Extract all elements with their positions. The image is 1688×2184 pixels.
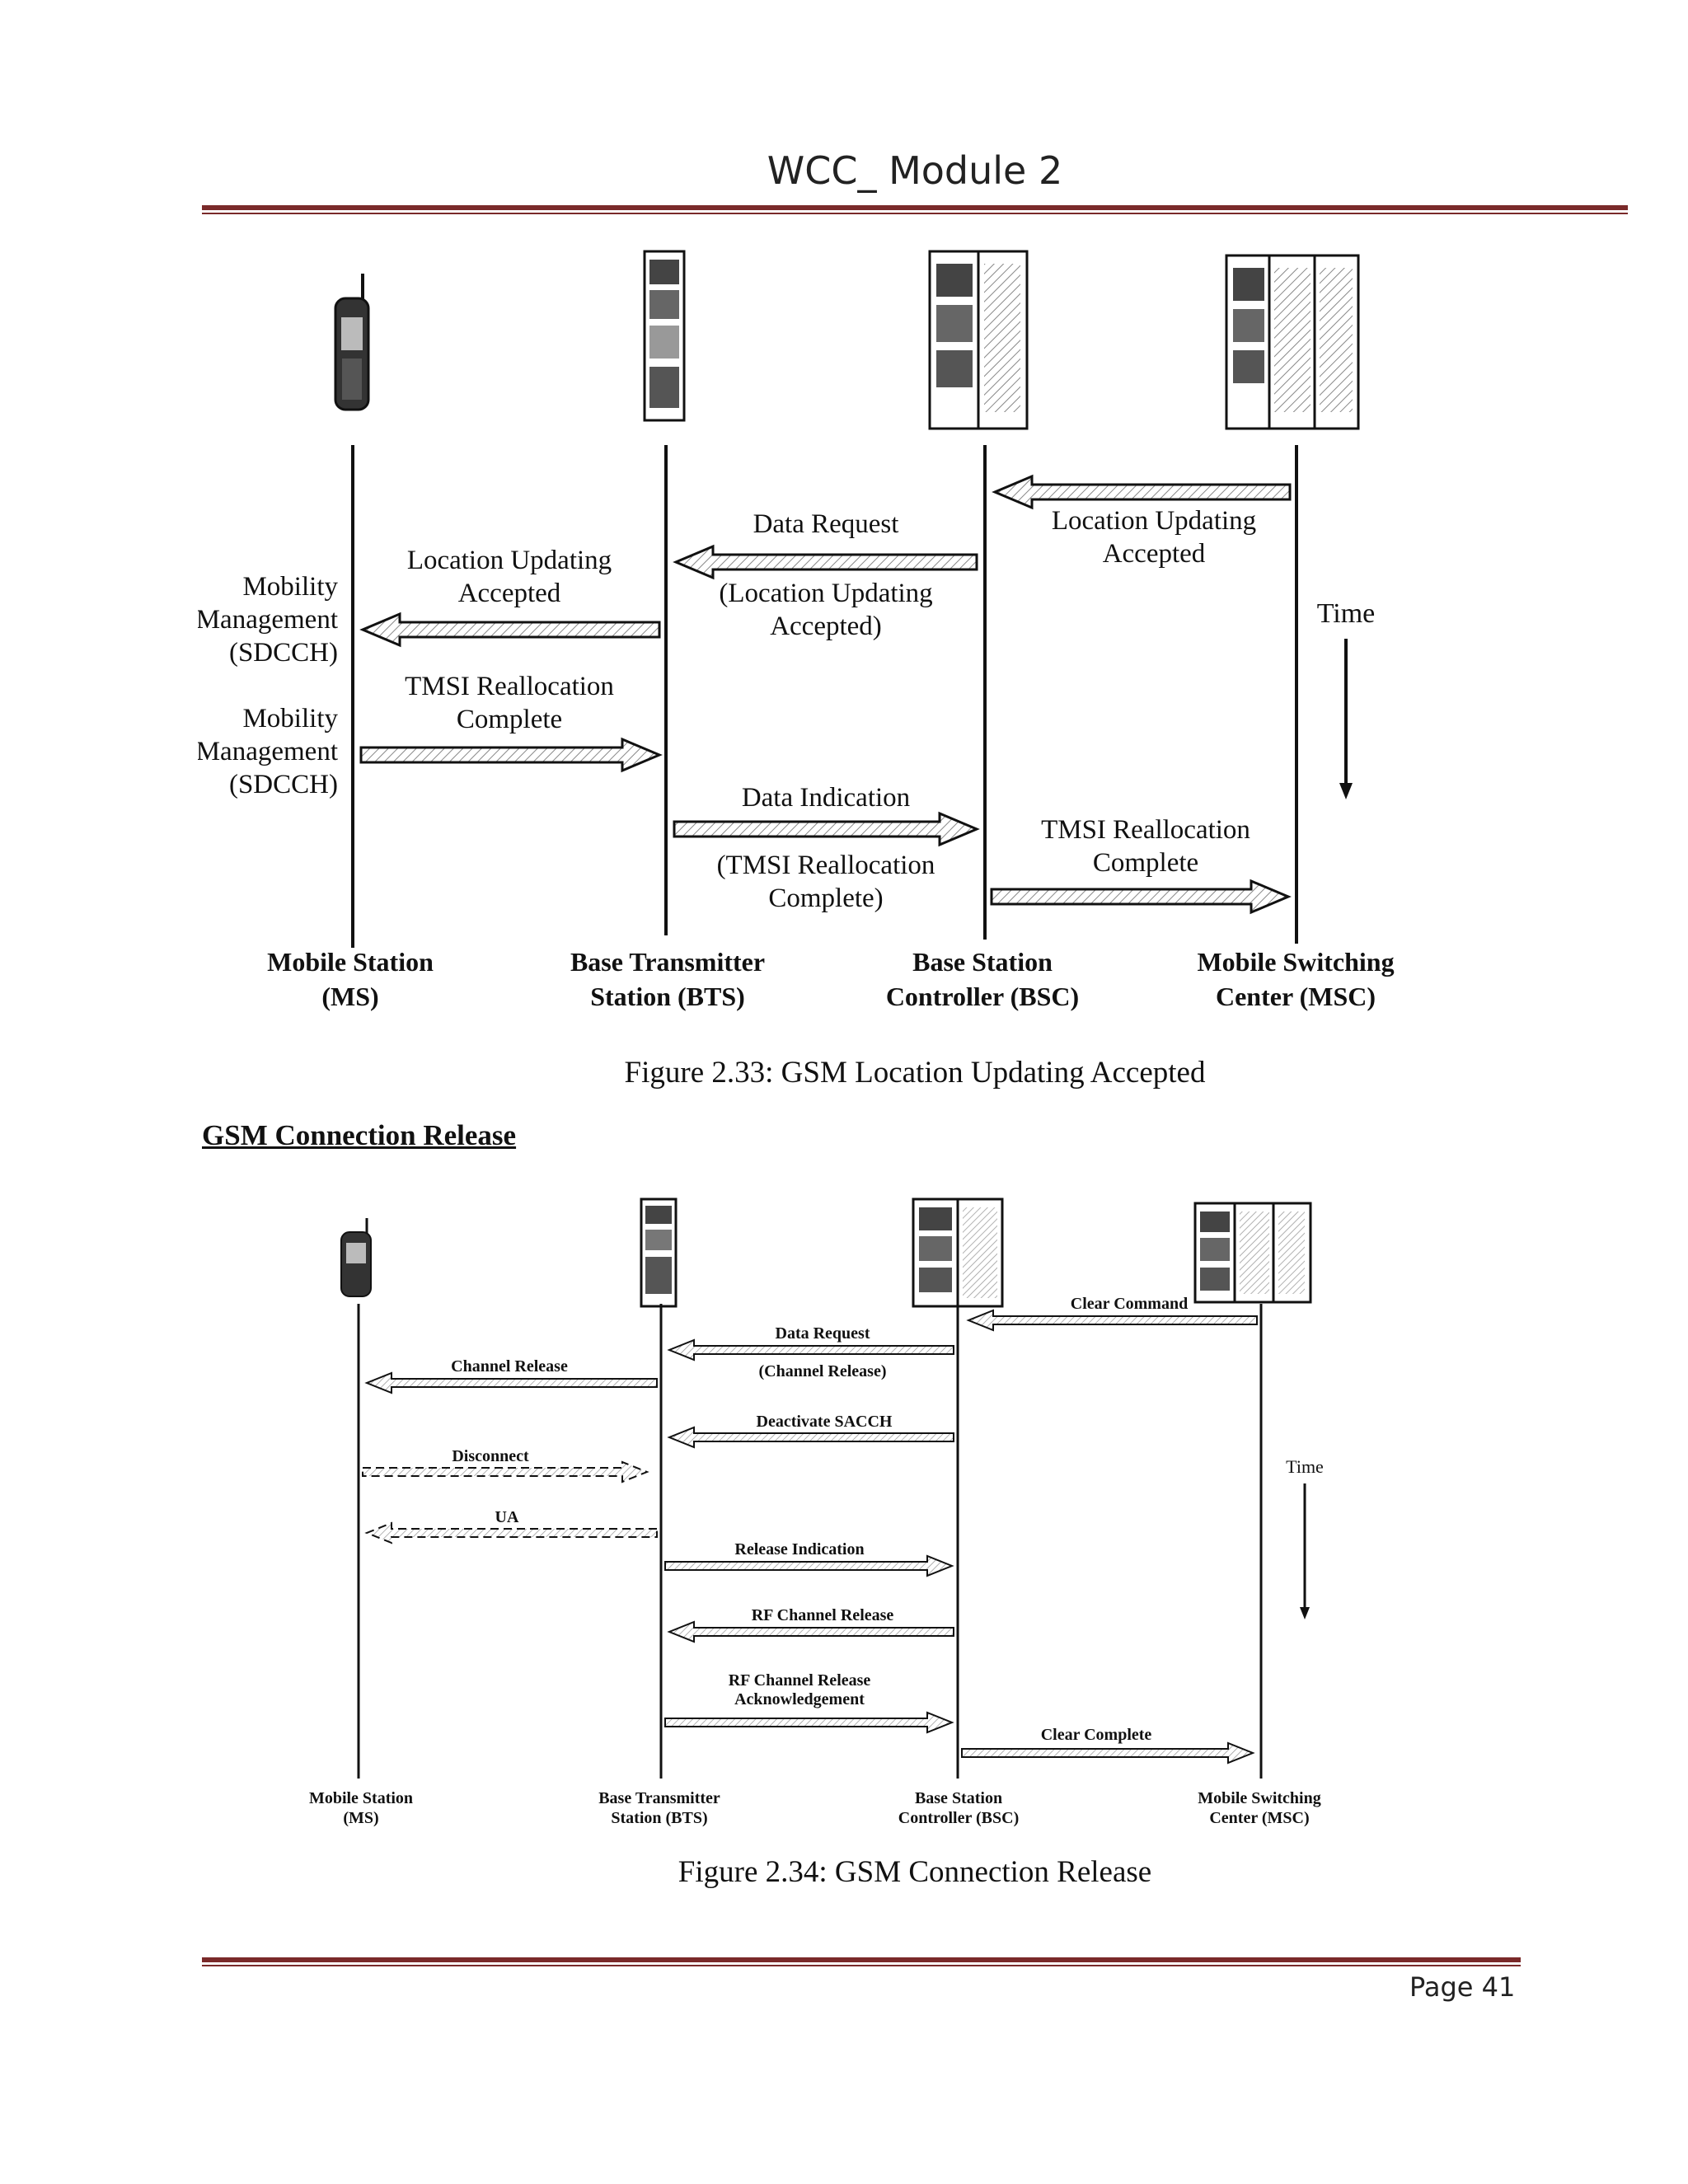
- entity-label: Mobile Switching: [1198, 1789, 1320, 1807]
- message-label: Data Request: [776, 1324, 870, 1343]
- entity-label: Base Station: [912, 947, 1053, 977]
- message-label: Complete): [768, 883, 883, 913]
- message-label: Complete: [1093, 848, 1198, 878]
- message-label: RF Channel Release: [729, 1671, 871, 1690]
- message-arrow: [667, 1620, 954, 1643]
- entity-label: Mobile Switching: [1197, 947, 1394, 977]
- entity-label: Station (BTS): [611, 1809, 707, 1827]
- figure-location-updating-diagram: Time Mobility Management (SDCCH) Mobilit…: [198, 250, 1395, 1011]
- footer-rule-thin: [202, 1965, 1521, 1966]
- lifelines: [357, 1304, 1263, 1779]
- entity-label: Controller (BSC): [898, 1809, 1019, 1827]
- side-label-line: (SDCCH): [229, 770, 338, 799]
- footer-rule: [202, 1957, 1521, 1962]
- side-label-line: Mobility: [242, 704, 338, 733]
- entity-label: Center (MSC): [1216, 982, 1376, 1011]
- message-arrow: [966, 1309, 1258, 1332]
- section-heading: GSM Connection Release: [202, 1119, 517, 1151]
- message-label: Disconnect: [452, 1447, 529, 1465]
- equipment-cabinet-icon: [912, 1197, 1004, 1308]
- entity-label: Mobile Station: [267, 947, 434, 977]
- equipment-cabinet-icon: [928, 250, 1029, 430]
- side-label-line: Mobility: [242, 572, 338, 602]
- entity-label: Base Transmitter: [570, 947, 765, 977]
- side-label-line: Management: [198, 737, 338, 766]
- message-arrow: [990, 879, 1292, 915]
- message-arrow: [667, 1338, 954, 1361]
- message-label: Clear Complete: [1041, 1726, 1152, 1744]
- entity-label: Base Transmitter: [598, 1789, 720, 1807]
- figure-caption: Figure 2.34: GSM Connection Release: [678, 1855, 1152, 1889]
- message-arrow: [961, 1741, 1255, 1765]
- message-label: Location Updating: [407, 546, 612, 575]
- equipment-rack-icon: [640, 1197, 678, 1308]
- message-label: Clear Command: [1071, 1295, 1188, 1313]
- message-arrow: [673, 544, 978, 580]
- time-arrowhead-icon: [1300, 1607, 1310, 1619]
- message-label: Accepted): [770, 612, 882, 641]
- figure-connection-release-diagram: Time Clear Command Data Request (Channel…: [309, 1197, 1324, 1827]
- side-label-line: (SDCCH): [229, 638, 338, 668]
- message-label: Accepted: [1103, 539, 1206, 569]
- message-label: TMSI Reallocation: [405, 672, 614, 701]
- message-label: (Channel Release): [759, 1362, 887, 1380]
- lifelines: [351, 445, 1298, 948]
- mobile-phone-icon: [334, 274, 370, 411]
- message-arrow: [359, 737, 663, 773]
- message-arrow: [359, 612, 661, 648]
- message-label: (TMSI Reallocation: [717, 851, 935, 880]
- message-arrow: [364, 1371, 658, 1394]
- entity-label: Mobile Station: [309, 1789, 413, 1807]
- message-arrow-dashed: [364, 1521, 658, 1544]
- side-label-line: Management: [198, 605, 338, 635]
- message-arrow: [667, 1426, 954, 1449]
- equipment-rack-icon: [643, 250, 686, 422]
- figure-caption: Figure 2.33: GSM Location Updating Accep…: [624, 1056, 1206, 1090]
- message-label: Location Updating: [1052, 506, 1256, 536]
- time-label: Time: [1286, 1456, 1324, 1477]
- header-rule-thin: [202, 213, 1628, 214]
- page-number: Page 41: [1409, 1971, 1516, 2003]
- message-label: Acknowledgement: [734, 1690, 865, 1708]
- entity-label: (MS): [343, 1809, 378, 1827]
- message-label: Complete: [457, 705, 562, 734]
- message-label: Data Indication: [742, 783, 910, 813]
- message-arrow: [664, 1711, 954, 1734]
- message-label: (Location Updating: [719, 579, 932, 608]
- entity-label: Base Station: [915, 1789, 1002, 1807]
- message-label: Deactivate SACCH: [757, 1413, 893, 1431]
- message-arrow-dashed: [362, 1460, 649, 1483]
- message-label: Accepted: [458, 579, 561, 608]
- message-label: RF Channel Release: [752, 1606, 894, 1624]
- equipment-cabinet-icon: [1225, 254, 1360, 430]
- message-label: Release Indication: [734, 1540, 864, 1558]
- message-label: Channel Release: [451, 1357, 568, 1376]
- time-label: Time: [1317, 598, 1376, 629]
- message-label: TMSI Reallocation: [1041, 815, 1250, 845]
- entity-label: Station (BTS): [590, 982, 745, 1011]
- message-label: UA: [495, 1508, 519, 1526]
- entity-label: Center (MSC): [1209, 1809, 1309, 1827]
- entity-label: (MS): [321, 982, 378, 1011]
- page-header-title: WCC_ Module 2: [767, 148, 1063, 193]
- message-label: Data Request: [753, 509, 899, 539]
- mobile-phone-icon: [340, 1218, 372, 1297]
- header-rule: [202, 205, 1628, 210]
- entity-label: Controller (BSC): [886, 982, 1079, 1011]
- time-arrowhead-icon: [1339, 783, 1353, 799]
- message-arrow: [673, 811, 980, 847]
- equipment-cabinet-icon: [1193, 1202, 1312, 1304]
- message-arrow: [664, 1554, 954, 1577]
- message-arrow: [992, 474, 1292, 510]
